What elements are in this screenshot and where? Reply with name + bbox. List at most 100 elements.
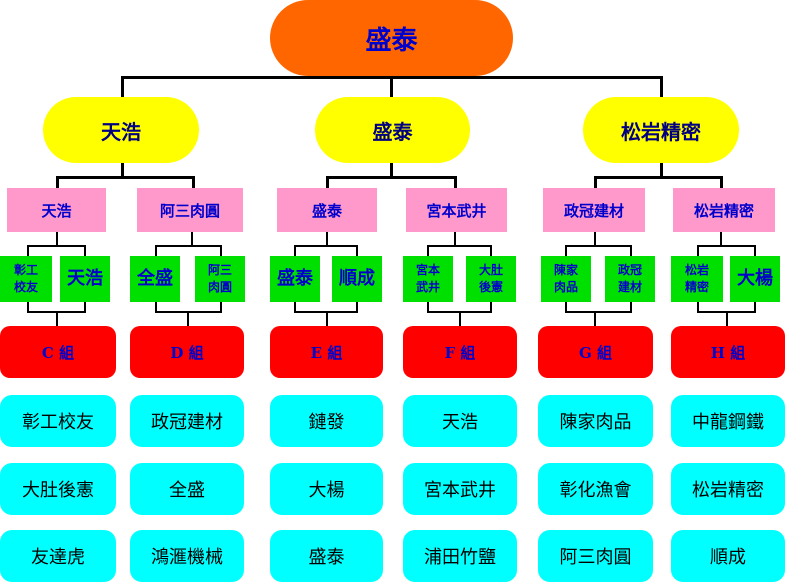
connector: [427, 245, 491, 247]
level3-node: 天浩: [60, 256, 110, 302]
member-node: 彰化漁會: [538, 463, 653, 515]
connector: [490, 302, 492, 312]
level3-node: 宮本 武井: [403, 256, 453, 302]
member-node: 中龍鋼鐵: [671, 395, 785, 447]
connector: [294, 245, 357, 247]
level2-node: 政冠建材: [543, 188, 645, 232]
connector: [155, 245, 157, 257]
level3-node: 大楊: [730, 256, 780, 302]
member-node: 彰工校友: [0, 395, 116, 447]
connector: [56, 176, 59, 189]
connector: [726, 311, 728, 327]
connector: [720, 176, 723, 189]
connector: [326, 176, 456, 179]
connector: [630, 302, 632, 312]
connector: [27, 245, 85, 247]
connector: [121, 76, 124, 98]
connector: [121, 163, 124, 177]
member-node: 浦田竹鹽: [403, 530, 517, 582]
level3-node: 松岩 精密: [671, 256, 723, 302]
level3-node: 陳家 肉品: [541, 256, 591, 302]
group-label: E 組: [270, 326, 383, 378]
connector: [56, 176, 194, 179]
connector: [84, 302, 86, 312]
connector: [191, 232, 193, 246]
member-node: 宮本武井: [403, 463, 517, 515]
connector: [56, 311, 58, 327]
level3-node: 全盛: [130, 256, 180, 302]
connector: [220, 302, 222, 312]
level2-node: 天浩: [7, 188, 106, 232]
group-label: D 組: [130, 326, 244, 378]
connector: [565, 245, 631, 247]
member-node: 順成: [671, 530, 785, 582]
level2-node: 阿三肉圓: [137, 188, 243, 232]
connector: [660, 76, 663, 98]
level3-node: 政冠 建材: [605, 256, 655, 302]
connector: [27, 245, 29, 257]
level2-node: 松岩精密: [673, 188, 775, 232]
connector: [84, 245, 86, 257]
connector: [390, 76, 393, 98]
connector: [192, 176, 195, 189]
member-node: 大肚後憲: [0, 463, 116, 515]
connector: [427, 302, 429, 312]
member-node: 天浩: [403, 395, 517, 447]
group-label: G 組: [538, 326, 653, 378]
group-label: F 組: [403, 326, 517, 378]
connector: [459, 311, 461, 327]
member-node: 大楊: [270, 463, 383, 515]
level2-node: 宮本武井: [406, 188, 507, 232]
connector: [356, 302, 358, 312]
connector: [220, 245, 222, 257]
connector: [326, 311, 328, 327]
connector: [155, 302, 157, 312]
member-node: 友達虎: [0, 530, 116, 582]
connector: [754, 245, 756, 257]
connector: [454, 176, 457, 189]
level3-node: 阿三 肉圓: [195, 256, 245, 302]
member-node: 政冠建材: [130, 395, 244, 447]
connector: [754, 302, 756, 312]
level3-node: 順成: [332, 256, 382, 302]
connector: [294, 245, 296, 257]
member-node: 全盛: [130, 463, 244, 515]
connector: [390, 163, 393, 177]
level1-node: 天浩: [43, 97, 199, 163]
connector: [454, 232, 456, 246]
connector: [427, 245, 429, 257]
connector: [326, 232, 328, 246]
member-node: 松岩精密: [671, 463, 785, 515]
connector: [294, 302, 296, 312]
group-label: C 組: [0, 326, 116, 378]
connector: [720, 232, 722, 246]
connector: [697, 245, 699, 257]
level1-node: 松岩精密: [583, 97, 739, 163]
connector: [660, 163, 663, 177]
connector: [565, 302, 567, 312]
connector: [594, 176, 597, 189]
group-label: H 組: [671, 326, 785, 378]
connector: [356, 245, 358, 257]
member-node: 陳家肉品: [538, 395, 653, 447]
member-node: 阿三肉圓: [538, 530, 653, 582]
level2-node: 盛泰: [277, 188, 377, 232]
level3-node: 盛泰: [270, 256, 320, 302]
connector: [326, 176, 329, 189]
member-node: 鴻滙機械: [130, 530, 244, 582]
connector: [630, 245, 632, 257]
connector: [565, 311, 632, 313]
level1-node: 盛泰: [315, 97, 470, 163]
connector: [27, 302, 29, 312]
connector: [490, 245, 492, 257]
member-node: 鏈發: [270, 395, 383, 447]
connector: [155, 245, 221, 247]
connector: [697, 302, 699, 312]
connector: [565, 245, 567, 257]
connector: [187, 311, 189, 327]
connector: [697, 245, 755, 247]
connector: [594, 311, 596, 327]
connector: [56, 232, 58, 246]
root-node: 盛泰: [270, 0, 513, 76]
level3-node: 大肚 後憲: [466, 256, 516, 302]
